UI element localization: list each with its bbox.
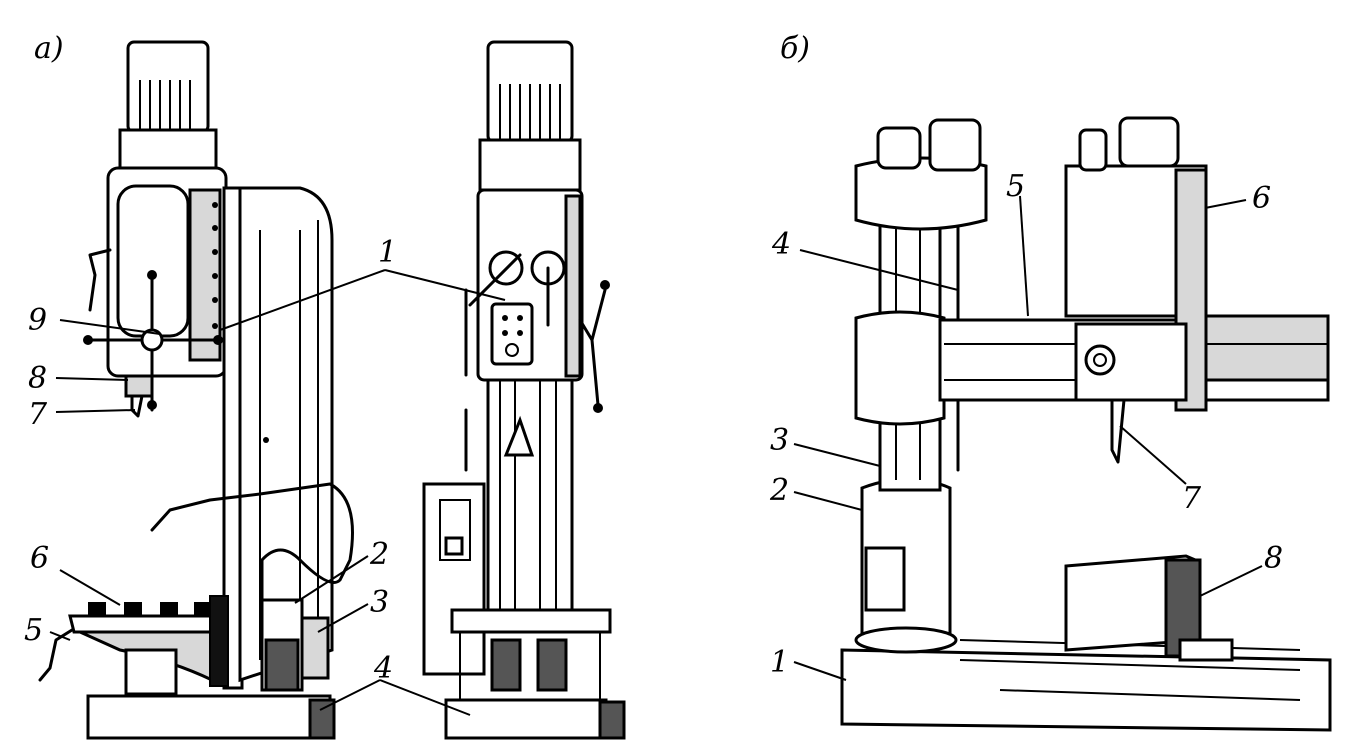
panel-b-label: б)	[780, 31, 810, 66]
callout-a-8: 8	[28, 361, 47, 396]
radial-drill	[840, 116, 1332, 732]
callout-a-4: 4	[373, 651, 393, 686]
leader-lines	[49, 195, 1263, 716]
callout-a-5: 5	[24, 613, 43, 648]
callout-a-1: 1	[378, 235, 397, 270]
callout-b-4: 4	[771, 227, 791, 262]
vertical-drill-front-view	[422, 40, 626, 740]
callout-b-6: 6	[1252, 181, 1271, 216]
callouts-panel-b: 1 2 3 4 5 6 7 8	[769, 169, 1283, 680]
callout-a-9: 9	[28, 303, 47, 338]
vertical-drill-side-view	[38, 40, 354, 740]
callout-a-2: 2	[369, 537, 389, 572]
callout-a-7: 7	[28, 397, 48, 432]
callout-b-7: 7	[1182, 481, 1202, 516]
callout-a-6: 6	[30, 541, 49, 576]
callout-b-5: 5	[1006, 169, 1025, 204]
callout-a-3: 3	[370, 585, 389, 620]
callout-b-8: 8	[1264, 541, 1283, 576]
callout-b-3: 3	[770, 423, 789, 458]
callouts-panel-a: 1 2 3 4 5 6 7 8 9	[24, 235, 397, 686]
callout-b-2: 2	[769, 473, 789, 508]
callout-b-1: 1	[770, 645, 789, 680]
panel-a-label: а)	[34, 31, 64, 66]
